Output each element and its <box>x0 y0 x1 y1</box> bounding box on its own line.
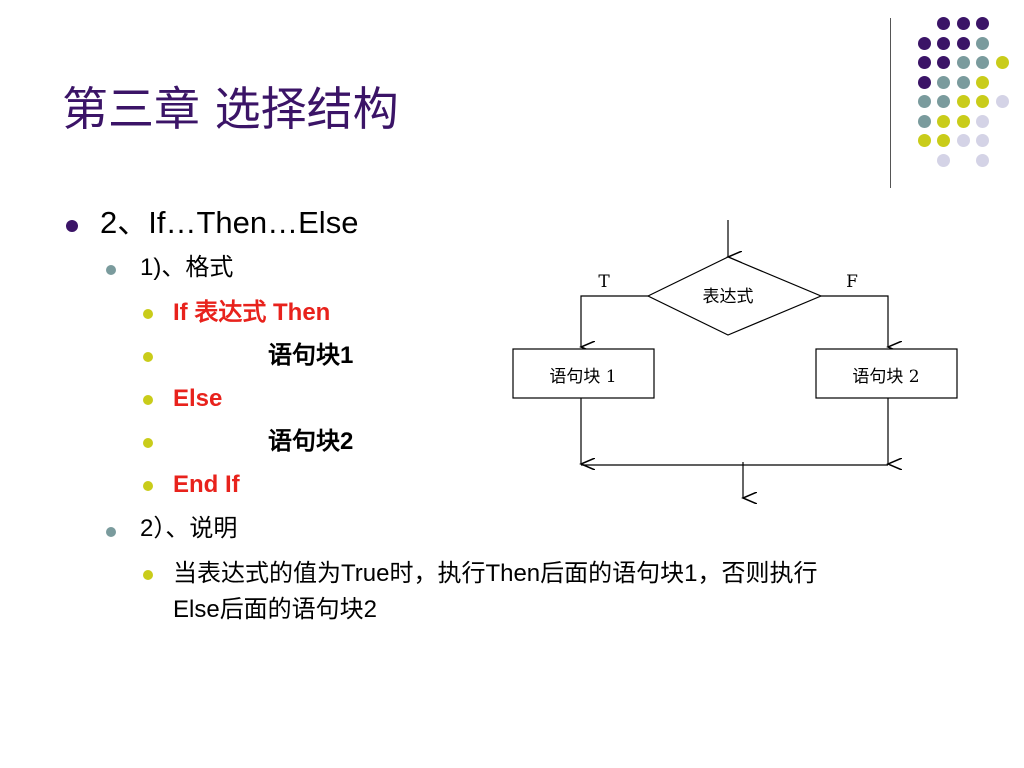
block2-box <box>815 348 958 399</box>
decorative-dot <box>995 56 1009 69</box>
bullet-marker <box>66 220 78 232</box>
decorative-dot <box>956 134 970 147</box>
bullet-format-heading: 1)、格式 <box>140 254 234 281</box>
bullet-marker <box>143 570 153 580</box>
decorative-dot <box>976 134 989 147</box>
bullet-marker <box>106 265 116 275</box>
decorative-dot <box>917 56 931 69</box>
decorative-dot <box>937 75 950 89</box>
true-label: T <box>598 272 610 292</box>
code-if-line: If 表达式 Then <box>173 299 331 326</box>
decorative-dot <box>937 56 950 69</box>
divider-line <box>890 18 891 188</box>
decorative-dot <box>956 114 970 128</box>
decorative-dot <box>976 75 989 89</box>
block1-box <box>512 348 655 399</box>
false-branch-arrow <box>821 295 888 347</box>
decorative-dot <box>937 134 950 147</box>
decorative-dot <box>937 36 950 50</box>
decorative-dot <box>976 153 989 167</box>
decorative-dot <box>917 114 931 128</box>
decorative-dot <box>976 17 989 30</box>
decorative-dot <box>976 95 989 108</box>
decorative-dot <box>956 17 970 30</box>
if-then-else-flowchart: 表达式 T F 语句块 1 语句块 2 <box>512 220 958 505</box>
code-endif-line: End If <box>173 471 240 498</box>
code-block2-line: 语句块2 <box>268 428 354 455</box>
decorative-dot <box>917 75 931 89</box>
decorative-dot <box>917 95 931 108</box>
decorative-dot <box>956 75 970 89</box>
decorative-dot <box>937 114 950 128</box>
bullet-marker <box>143 438 153 448</box>
bullet-if-then-else: 2、If…Then…Else <box>100 205 359 240</box>
explain-text-line2: Else后面的语句块2 <box>173 596 378 623</box>
decorative-dot <box>976 114 989 128</box>
bullet-marker <box>106 527 116 537</box>
decorative-dot <box>956 56 970 69</box>
bullet-marker <box>143 309 153 319</box>
block1-label: 语句块 1 <box>549 367 616 387</box>
bullet-marker <box>143 481 153 491</box>
decorative-dot <box>937 153 950 167</box>
true-branch-arrow <box>581 295 648 347</box>
bullet-marker <box>143 395 153 405</box>
slide-title: 第三章 选择结构 <box>62 82 399 136</box>
decorative-dot <box>976 56 989 69</box>
condition-label: 表达式 <box>703 287 754 307</box>
bullet-marker <box>143 352 153 362</box>
false-label: F <box>846 272 858 292</box>
decorative-dot <box>937 95 950 108</box>
explain-text-line1: 当表达式的值为True时，执行Then后面的语句块1，否则执行 <box>173 560 818 587</box>
decorative-dot <box>937 17 950 30</box>
decorative-dot <box>956 36 970 50</box>
code-block1-line: 语句块1 <box>268 342 354 369</box>
decorative-dot <box>917 134 931 147</box>
block2-label: 语句块 2 <box>852 367 919 387</box>
bullet-explain-heading: 2）、说明 <box>140 515 238 542</box>
decorative-dot <box>917 36 931 50</box>
code-else-line: Else <box>173 385 223 412</box>
decorative-dot <box>976 36 989 50</box>
decorative-dot <box>956 95 970 108</box>
decorative-dot <box>995 95 1009 108</box>
